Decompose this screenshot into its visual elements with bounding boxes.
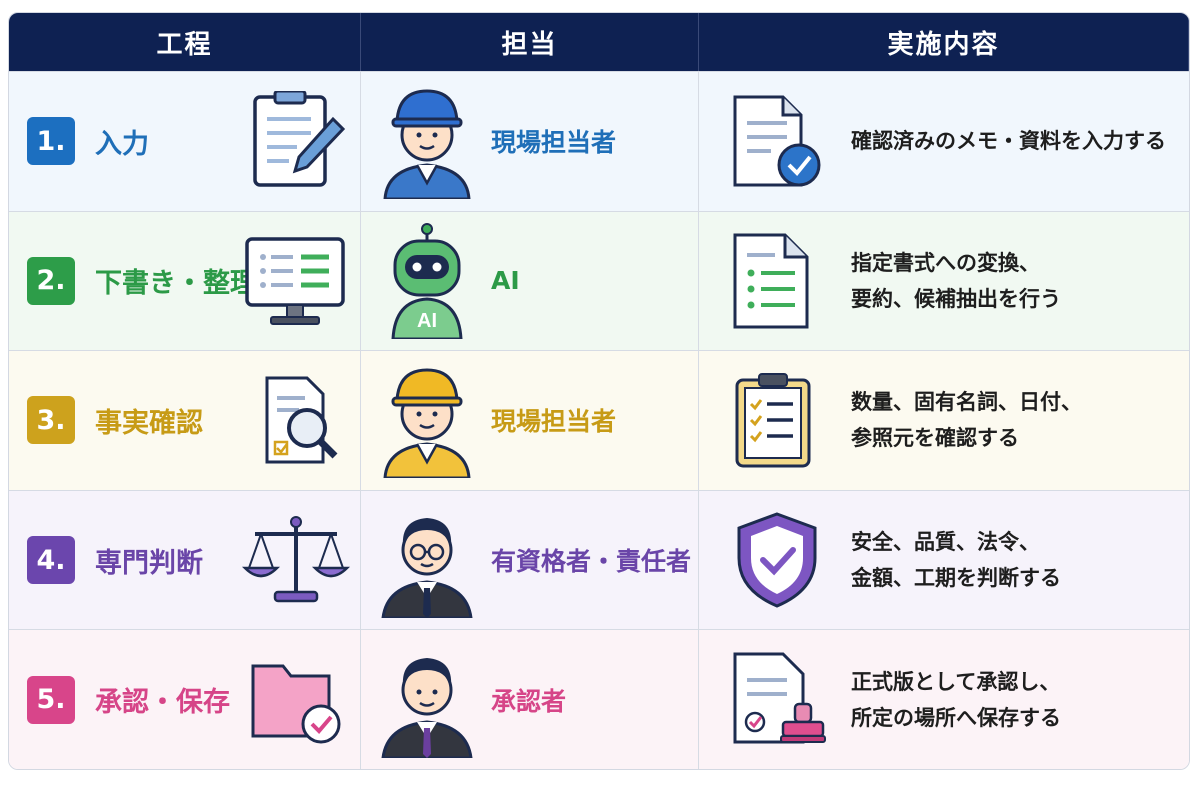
row5-step-cell: 5. 承認・保存 (9, 629, 361, 769)
checklist-clipboard-icon (735, 373, 811, 468)
document-stamp-icon (733, 652, 826, 744)
row3-step-cell: 3. 事実確認 (9, 350, 361, 490)
row3-owner-cell: 現場担当者 (361, 350, 699, 490)
scales-icon (241, 516, 351, 603)
monitor-list-icon (245, 237, 345, 325)
document-check-icon (733, 95, 821, 187)
step-label: 入力 (95, 128, 149, 160)
step-number-badge: 3. (27, 396, 75, 445)
row1-step-cell: 1. 入力 (9, 71, 361, 211)
row2-step-cell: 2. 下書き・整理 (9, 210, 361, 351)
owner-label: AI (491, 266, 520, 296)
folder-check-icon (251, 664, 341, 744)
step-number-badge: 2. (27, 256, 75, 305)
document-list-icon (733, 233, 809, 329)
row4-step-cell: 4. 専門判断 (9, 489, 361, 630)
row1-owner-cell: 現場担当者 (361, 71, 699, 211)
row5-content-cell: 正式版として承認し、 所定の場所へ保存する (699, 629, 1189, 769)
row4-content-cell: 安全、品質、法令、 金額、工期を判断する (699, 489, 1189, 630)
row4-owner-cell: 有資格者・責任者 (361, 489, 699, 630)
row1-content-cell: 確認済みのメモ・資料を入力する (699, 71, 1189, 211)
header-content: 実施内容 (699, 13, 1189, 71)
content-text: 正式版として承認し、 所定の場所へ保存する (851, 669, 1061, 730)
step-label: 専門判断 (95, 547, 203, 579)
step-number-badge: 4. (27, 536, 75, 585)
step-number-badge: 1. (27, 117, 75, 166)
robot-label: AI (417, 310, 437, 332)
owner-label: 有資格者・責任者 (491, 547, 692, 577)
content-text: 確認済みのメモ・資料を入力する (851, 129, 1166, 154)
owner-label: 現場担当者 (491, 407, 617, 437)
header-owner: 担当 (361, 13, 699, 71)
row2-owner-cell: AI AI (361, 210, 699, 351)
header-process: 工程 (9, 13, 361, 71)
step-label: 承認・保存 (95, 687, 230, 719)
owner-label: 現場担当者 (491, 128, 617, 158)
worker-blue-helmet-icon (383, 89, 471, 200)
owner-label: 承認者 (491, 686, 567, 716)
row2-content-cell: 指定書式への変換、 要約、候補抽出を行う (699, 210, 1189, 351)
approver-icon (381, 657, 473, 758)
row5-owner-cell: 承認者 (361, 629, 699, 769)
manager-glasses-icon (381, 518, 473, 619)
worker-yellow-helmet-icon (383, 368, 471, 479)
document-magnifier-icon (265, 376, 338, 464)
content-text: 安全、品質、法令、 金額、工期を判断する (851, 529, 1061, 591)
content-text: 数量、固有名詞、日付、 参照元を確認する (851, 390, 1082, 451)
step-label: 事実確認 (95, 407, 203, 439)
robot-icon: AI (391, 222, 463, 339)
clipboard-pen-icon (253, 91, 346, 188)
shield-check-icon (737, 512, 817, 608)
step-label: 下書き・整理 (95, 268, 257, 300)
content-text: 指定書式への変換、 要約、候補抽出を行う (851, 250, 1061, 311)
workflow-table: 工程 担当 実施内容 1. 入力 現場担当者 (8, 12, 1190, 770)
step-number-badge: 5. (27, 675, 75, 724)
row3-content-cell: 数量、固有名詞、日付、 参照元を確認する (699, 350, 1189, 490)
